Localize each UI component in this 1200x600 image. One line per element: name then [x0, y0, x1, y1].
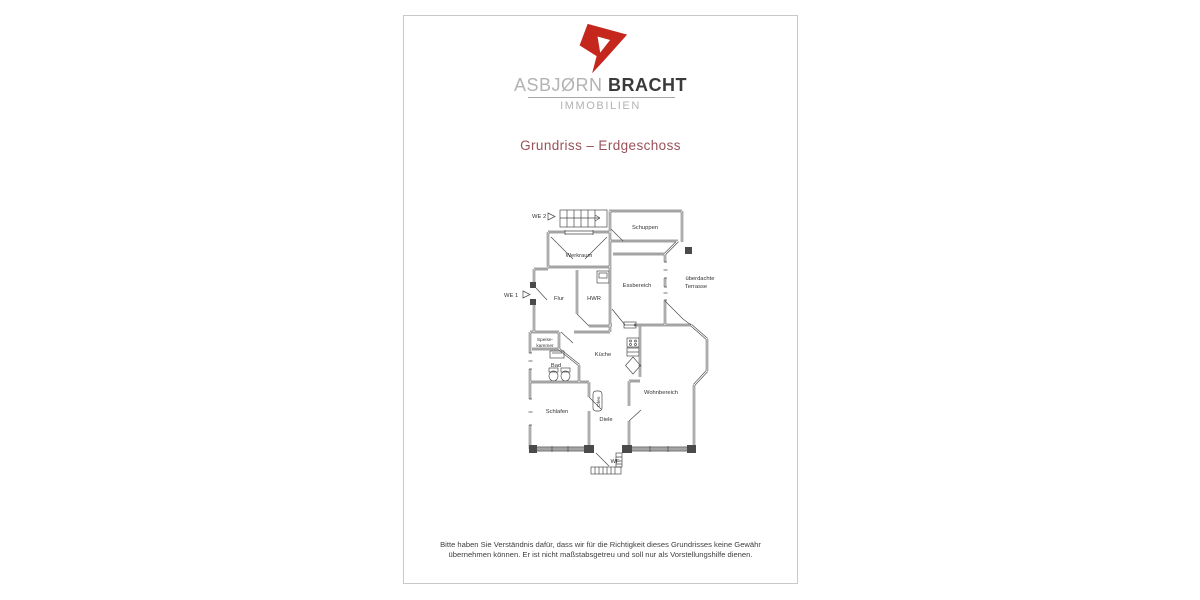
ofen-box: [592, 390, 603, 412]
label-terrasse-1: überdachte: [685, 276, 714, 282]
door-swings: [535, 228, 642, 467]
brand-first: ASBJØRN: [513, 75, 603, 95]
brand-second: BRACHT: [602, 75, 688, 95]
label-speisekammer-2: kammer: [536, 343, 554, 349]
label-diele: Diele: [599, 417, 612, 423]
brand-subtitle: IMMOBILIEN: [560, 100, 641, 112]
label-we2: WE 2: [532, 214, 546, 220]
entrance-steps-icon: [590, 452, 623, 475]
label-flur: Flur: [554, 296, 564, 302]
label-we1: WE 1: [504, 293, 518, 299]
label-hwr: HWR: [587, 296, 601, 302]
label-schlafen: Schlafen: [546, 409, 569, 415]
disclaimer: Bitte haben Sie Verständnis dafür, dass …: [404, 540, 797, 560]
label-wf: WF: [610, 459, 619, 465]
label-werkraum: Werkraum: [566, 253, 593, 259]
floorplan: WE 2 WE 1 Schuppen Werkraum Essbereich ü…: [504, 209, 715, 475]
document-page: ASBJØRN BRACHT IMMOBILIEN Grundriss – Er…: [403, 15, 798, 584]
bathroom-fixtures-icon: [548, 350, 571, 382]
brand-divider: [528, 97, 675, 98]
kitchen-appliances-icon: [625, 337, 641, 375]
disclaimer-line-1: Bitte haben Sie Verständnis dafür, dass …: [440, 540, 761, 549]
we2-arrow-icon: [547, 212, 556, 221]
brand-name: ASBJØRN BRACHT: [404, 75, 797, 96]
label-bad: Bad: [551, 363, 561, 369]
disclaimer-line-2: übernehmen können. Er ist nicht maßstabs…: [448, 550, 753, 559]
label-essbereich: Essbereich: [623, 283, 652, 289]
page-title: Grundriss – Erdgeschoss: [520, 138, 681, 153]
wall-pillars: [529, 247, 696, 453]
logo-mark-icon: [579, 23, 628, 74]
hwr-fixture-icon: [596, 270, 610, 284]
label-wohnbereich: Wohnbereich: [644, 390, 678, 396]
label-speisekammer-1: Speise-: [537, 337, 554, 343]
label-terrasse-2: Terrasse: [685, 284, 707, 290]
we1-arrow-icon: [522, 290, 531, 299]
label-ofen: Ofen: [596, 396, 602, 407]
plan-details: [522, 209, 692, 475]
label-kueche: Küche: [595, 352, 611, 358]
staircase-icon: [559, 209, 608, 228]
room-labels: WE 2 WE 1 Schuppen Werkraum Essbereich ü…: [504, 214, 715, 465]
label-schuppen: Schuppen: [632, 225, 658, 231]
